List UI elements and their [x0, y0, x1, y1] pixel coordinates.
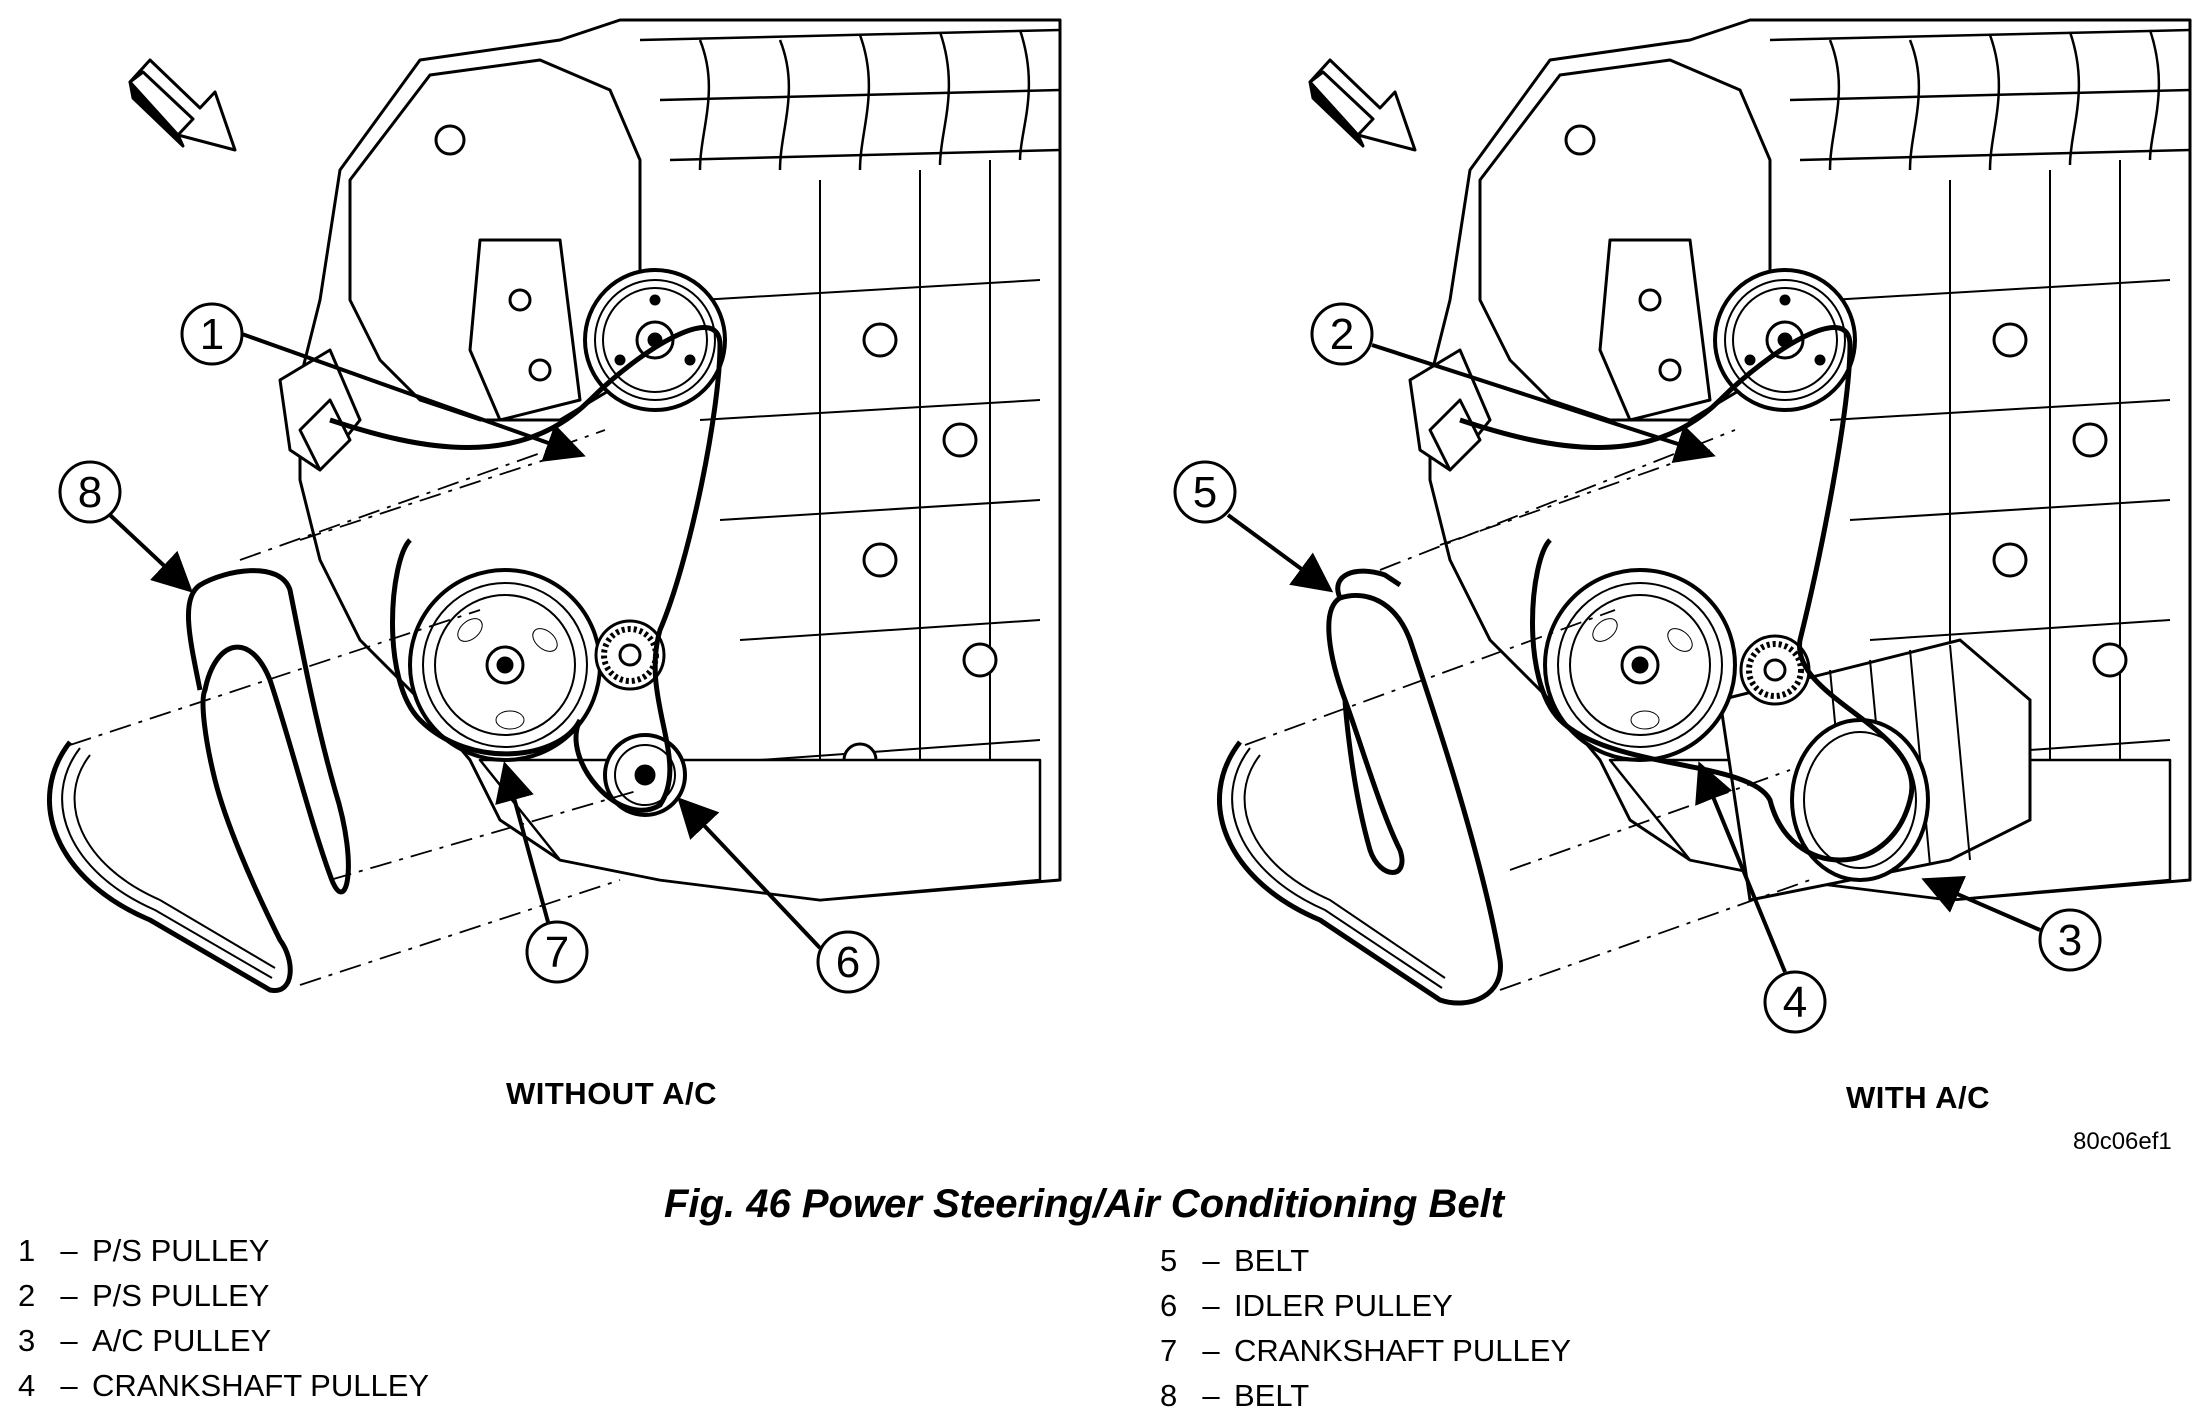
engine-belt-path: [329, 324, 723, 813]
legend-item: 7–CRANKSHAFT PULLEY: [1160, 1333, 1572, 1368]
legend-item: 5–BELT: [1160, 1243, 1310, 1278]
callout-7: 7: [495, 761, 589, 984]
direction-arrow-icon: [1308, 58, 1417, 152]
callout-8: 8: [58, 460, 193, 593]
legend-item: 8–BELT: [1160, 1378, 1310, 1413]
ps-pulley: [583, 268, 727, 412]
callout-1: 1: [180, 302, 586, 462]
svg-text:7: 7: [545, 928, 569, 977]
legend-item: 1–P/S PULLEY: [18, 1233, 270, 1268]
figure-caption: Fig. 46 Power Steering/Air Conditioning …: [664, 1182, 1505, 1226]
legend-right-column: 5–BELT 6–IDLER PULLEY 7–CRANKSHAFT PULLE…: [1160, 1238, 1571, 1418]
svg-text:5: 5: [1193, 468, 1217, 517]
ac-pulley: [1790, 718, 1930, 882]
callout-4: 4: [1695, 761, 1827, 1034]
legend-left-column: 1–P/S PULLEY 2–P/S PULLEY 3–A/C PULLEY 4…: [18, 1228, 429, 1408]
legend-item: 3–A/C PULLEY: [18, 1323, 272, 1358]
svg-text:3: 3: [2058, 916, 2082, 965]
view-with-ac: 2 5 4 3: [1173, 18, 2192, 1034]
belt-loop: [47, 568, 351, 993]
engine-belt-path: [1459, 324, 1915, 863]
projection-lines: [69, 429, 641, 986]
callout-6: 6: [677, 797, 880, 994]
crankshaft-pulley: [408, 568, 602, 762]
svg-text:6: 6: [836, 938, 860, 987]
crankshaft-pulley: [1543, 568, 1737, 762]
svg-text:1: 1: [200, 310, 224, 359]
legend-item: 4–CRANKSHAFT PULLEY: [18, 1368, 430, 1403]
accessory-pulley: [1739, 634, 1811, 706]
label-with-ac: WITH A/C: [1846, 1080, 1991, 1115]
figure-code: 80c06ef1: [2073, 1128, 2172, 1155]
belt-loop: [1217, 568, 1503, 1006]
direction-arrow-icon: [128, 58, 237, 152]
projection-lines: [1244, 429, 1811, 991]
ps-pulley: [1713, 268, 1857, 412]
legend-item: 2–P/S PULLEY: [18, 1278, 270, 1313]
callout-5: 5: [1173, 460, 1334, 593]
label-without-ac: WITHOUT A/C: [506, 1076, 717, 1111]
svg-text:8: 8: [78, 468, 102, 517]
callout-3: 3: [1921, 876, 2102, 972]
callout-2: 2: [1310, 302, 1716, 463]
view-without-ac: 1 8 7 6: [47, 18, 1062, 994]
svg-text:2: 2: [1330, 310, 1354, 359]
legend-item: 6–IDLER PULLEY: [1160, 1288, 1453, 1323]
svg-text:4: 4: [1783, 978, 1807, 1027]
